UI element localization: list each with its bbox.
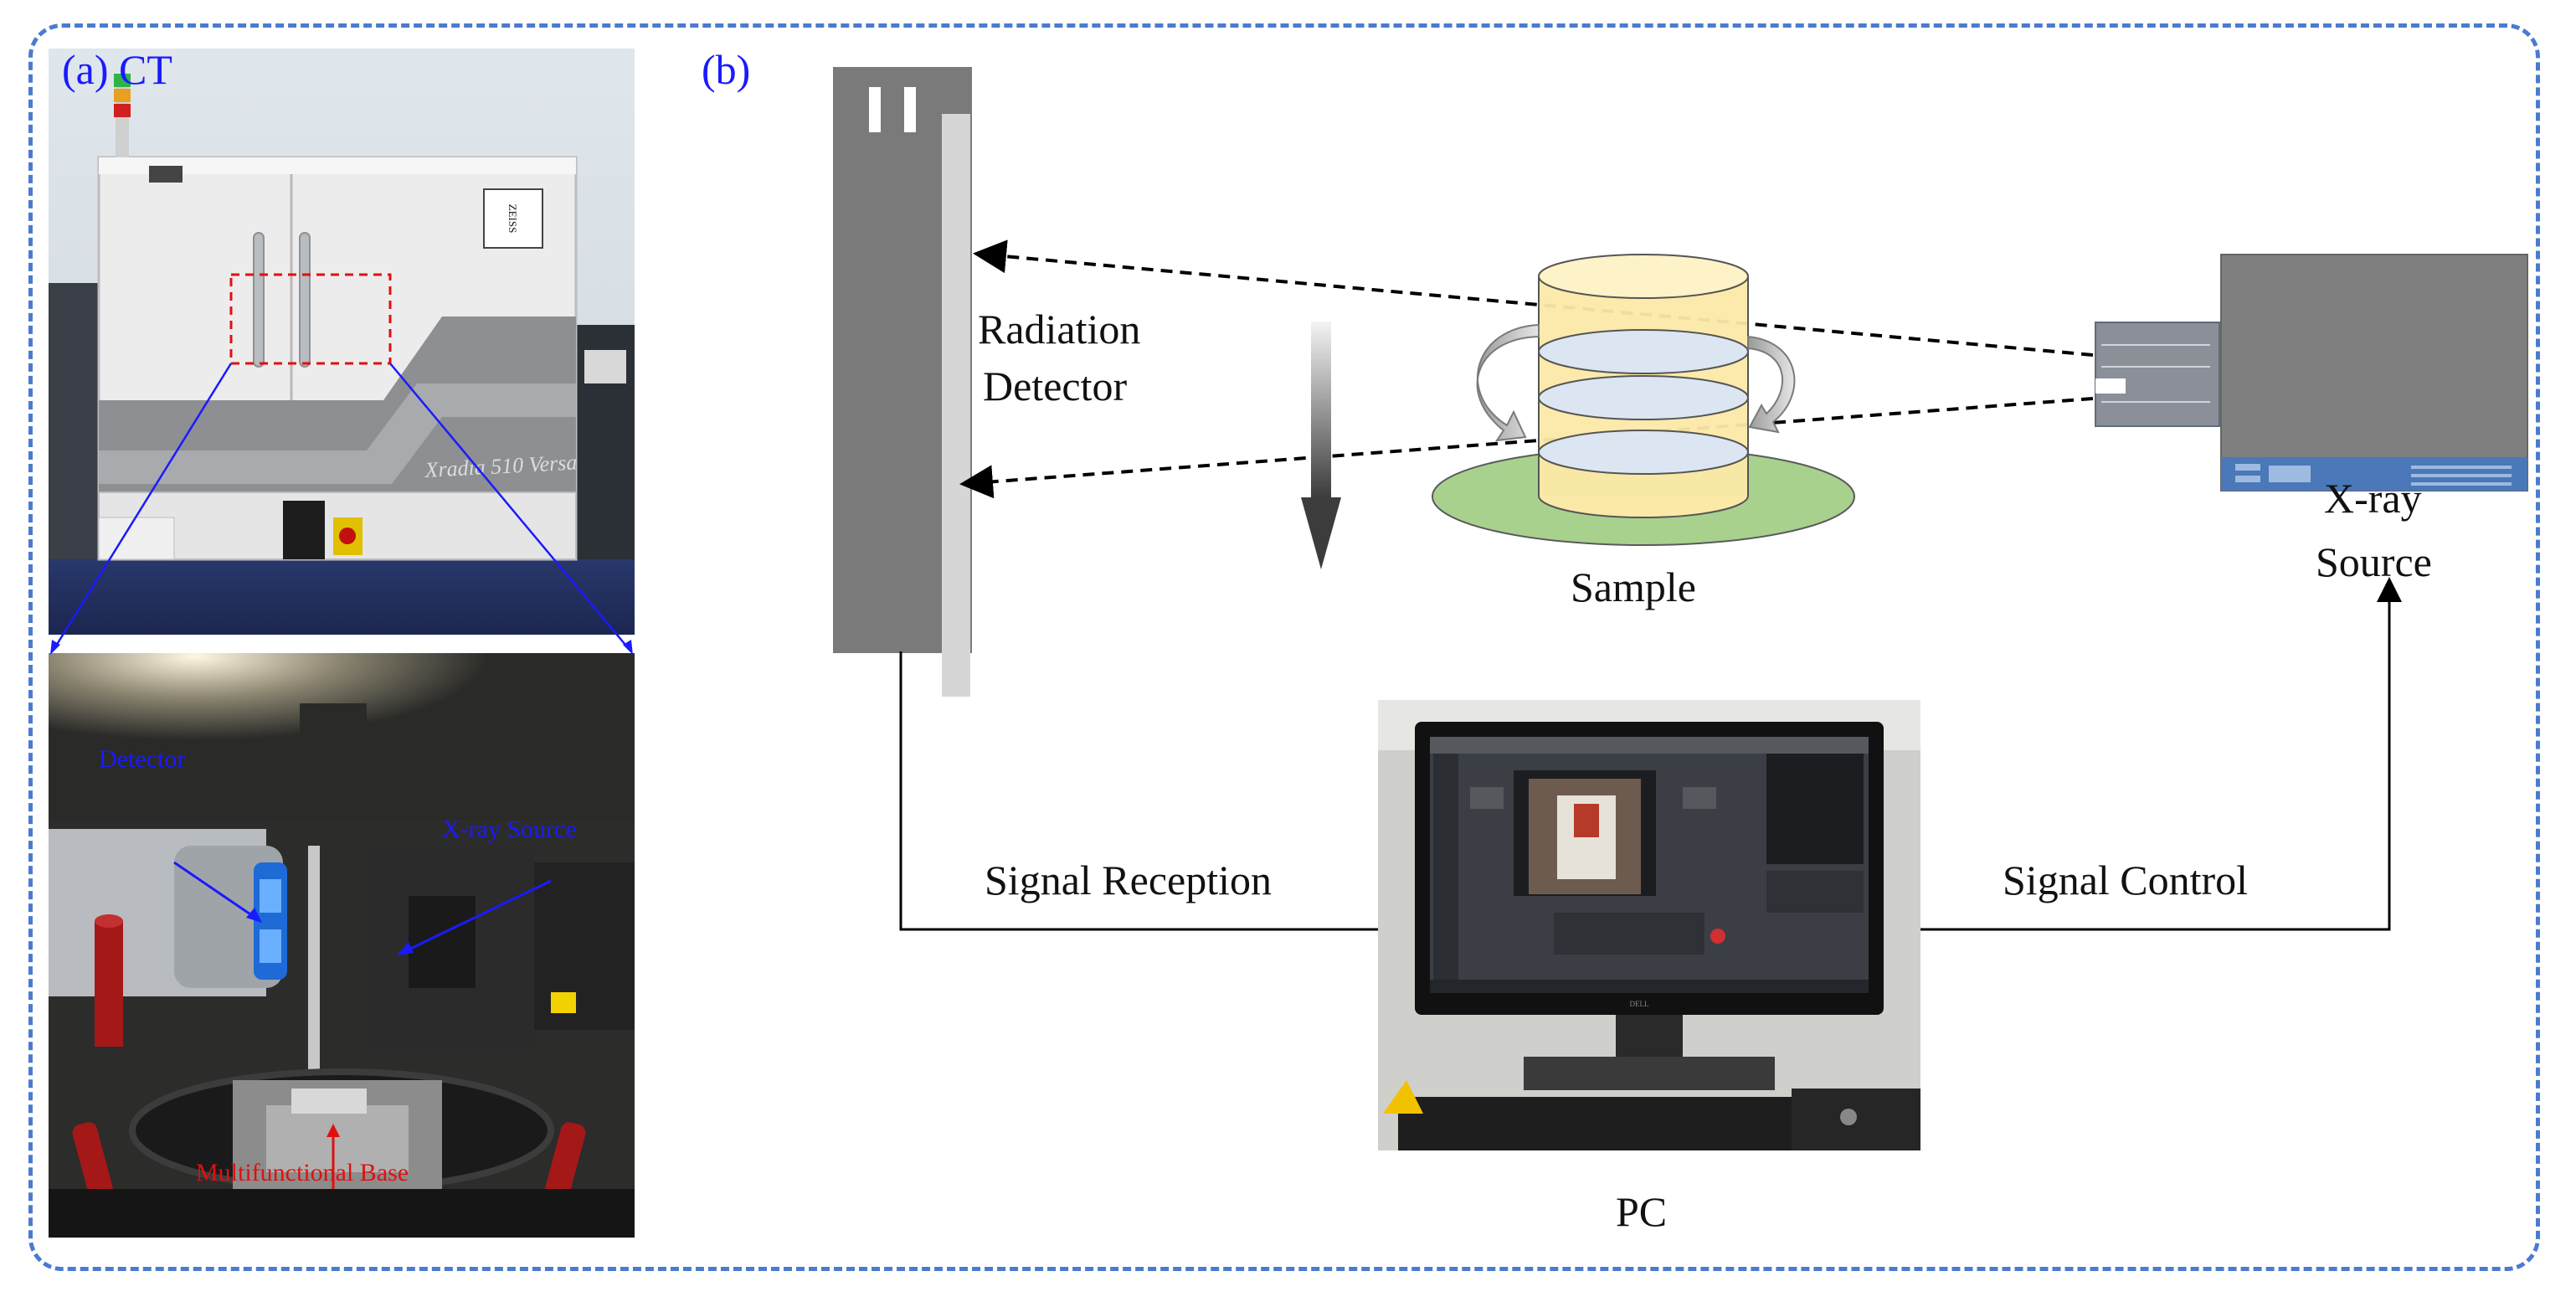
source-label-line2: Source [2316,538,2432,585]
xray-beam-upper [973,239,2094,357]
radiation-detector-shape [833,67,972,697]
detector-label-line2: Detector [983,363,1128,409]
sample-shape [1432,254,1855,546]
panel-a: ZEISS Xradia 510 Versa [49,46,635,1238]
xray-beam-lower [959,397,2094,499]
brand-text: ZEISS [506,204,519,234]
signal-reception-arrow [899,651,1414,942]
signal-control-arrow [1920,577,2402,931]
zoom-connector [50,363,633,655]
pc-label: PC [1616,1188,1668,1235]
signal-control-label: Signal Control [2003,857,2249,903]
radiation-label-line1: Radiation [978,306,1141,353]
panel-b-label: (b) [702,46,751,93]
ct-machine-photo: ZEISS Xradia 510 Versa [49,49,635,635]
down-arrow [1301,322,1341,569]
sample-label: Sample [1571,564,1696,610]
xray-label-line1: X-ray [2324,475,2422,522]
signal-reception-label: Signal Reception [985,857,1272,903]
figure-frame [28,23,2540,1271]
multifunctional-base-callout: Multifunctional Base [196,1159,409,1186]
panel-a-label: (a) CT [62,46,172,93]
monitor-brand: DELL [1630,1000,1649,1008]
ct-interior-photo [49,653,635,1238]
detector-callout: Detector [99,745,186,773]
xray-source-shape [2095,254,2528,492]
xray-source-callout: X-ray Source [442,816,577,843]
pc-photo: DELL [1378,700,1920,1150]
